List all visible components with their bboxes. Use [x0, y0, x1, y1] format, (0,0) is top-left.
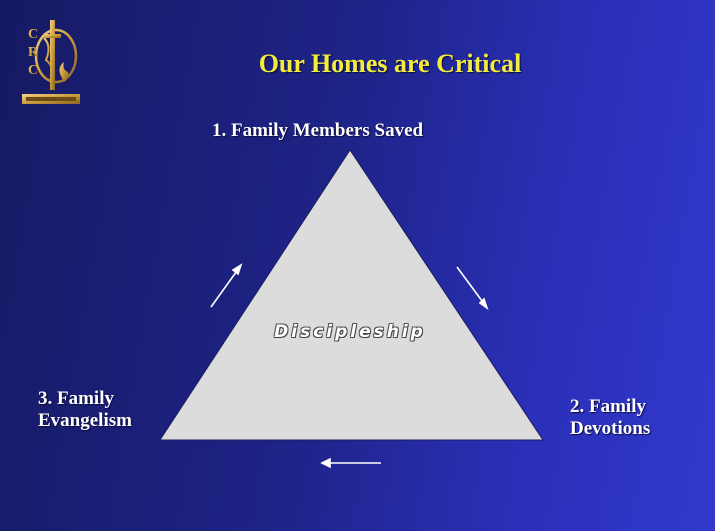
- svg-text:R: R: [28, 45, 39, 60]
- svg-text:C: C: [28, 27, 38, 42]
- globe-icon: [34, 28, 78, 84]
- svg-text:C: C: [28, 63, 38, 78]
- cross-icon: [50, 20, 55, 90]
- step-family-members-saved: 1. Family Members Saved: [212, 120, 424, 141]
- step-family-evangelism: 3. Family Evangelism: [38, 388, 132, 431]
- center-label-discipleship: Discipleship: [274, 322, 426, 342]
- arrow-down-right-icon: [456, 266, 489, 311]
- slide-title: Our Homes are Critical: [258, 49, 522, 78]
- arrow-up-right-icon: [210, 263, 243, 308]
- flame-icon: [59, 62, 69, 82]
- crc-logo: C R C: [22, 20, 80, 104]
- step-family-devotions: 2. Family Devotions: [570, 396, 651, 439]
- discipleship-triangle: [159, 149, 544, 441]
- arrow-left-icon: [320, 457, 381, 469]
